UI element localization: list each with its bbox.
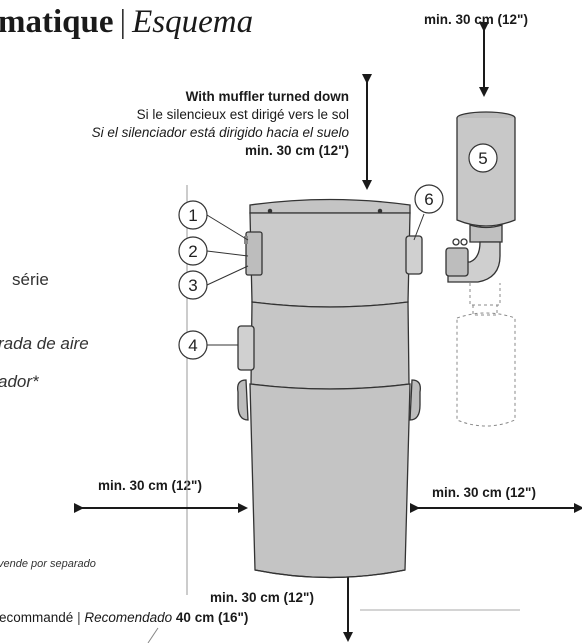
callout-circles (178, 143, 498, 360)
muffler-alternate-position (456, 283, 516, 427)
callout-4: 4 (188, 336, 197, 355)
footnote: vende por separado (0, 558, 96, 570)
callout-6: 6 (424, 190, 433, 209)
recommended-separator: | (77, 610, 81, 625)
callout-5: 5 (478, 149, 487, 168)
left-clearance-label: min. 30 cm (12") (98, 478, 202, 493)
muffler-note-en: With muffler turned down (185, 89, 349, 104)
title-bold: matique (0, 4, 114, 40)
recommended-fr: ecommandé (0, 610, 74, 625)
bottom-clearance-label: min. 30 cm (12") (210, 590, 314, 605)
callout-3: 3 (188, 276, 197, 295)
vacuum-unit (237, 198, 423, 579)
title-separator: | (119, 4, 127, 40)
muffler-note-min: min. 30 cm (12") (245, 143, 349, 158)
side-text-serie: série (12, 270, 49, 289)
recommended-value: 40 cm (16") (175, 610, 249, 625)
pointer-line (147, 627, 159, 643)
recommended-clearance: ecommandé | Recomendado 40 cm (16") (0, 610, 248, 625)
diagram-title: matique|Esquema (0, 2, 253, 42)
muffler-note-fr: Si le silencieux est dirigé vers le sol (136, 107, 349, 122)
top-clearance-label: min. 30 cm (12") (424, 12, 528, 27)
muffler-note-es: Si el silenciador está dirigido hacia el… (91, 125, 349, 140)
right-clearance-label: min. 30 cm (12") (432, 485, 536, 500)
recommended-es: Recomendado (84, 610, 173, 625)
muffler-note: With muffler turned down Si le silencieu… (92, 88, 349, 160)
muffler (445, 111, 516, 283)
callout-2: 2 (188, 242, 197, 261)
callout-leaders (206, 213, 425, 346)
callout-1: 1 (188, 206, 197, 225)
side-text-ador: ador* (0, 372, 39, 391)
title-italic: Esquema (132, 4, 254, 40)
side-text-aire: rada de aire (0, 334, 89, 353)
